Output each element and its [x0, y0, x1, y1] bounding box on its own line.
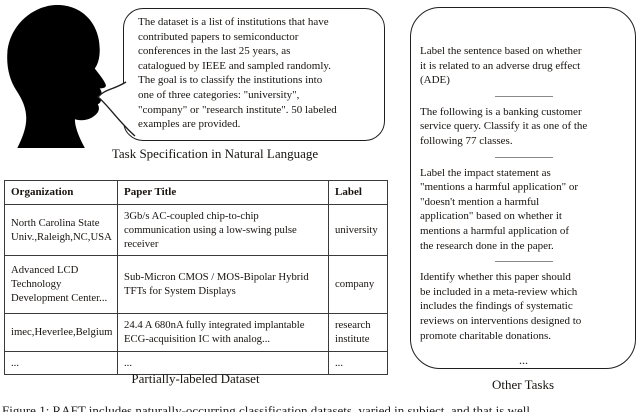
task-divider	[494, 261, 553, 263]
figure-caption: Figure 1: RAFT includes naturally-occurr…	[2, 403, 530, 412]
cell-paper-title: ...	[117, 350, 329, 376]
task-item-ade: Label the sentence based on whether it i…	[420, 45, 582, 87]
speech-bubble: The dataset is a list of institutions th…	[123, 8, 385, 141]
other-tasks-label: Other Tasks	[491, 377, 555, 392]
table-row-ellipsis: ... ... ...	[4, 350, 388, 376]
speech-bubble-tail	[96, 81, 136, 137]
cell-paper-title: 24.4 A 680nA fully integrated implantabl…	[117, 312, 329, 352]
task-specification-text: The dataset is a list of institutions th…	[138, 16, 337, 131]
col-header-organization: Organization	[4, 180, 118, 205]
cell-label: ...	[328, 350, 388, 376]
task-item-meta-review: Identify whether this paper should be in…	[420, 271, 582, 342]
cell-organization: imec,Heverlee,Belgium	[4, 312, 118, 352]
cell-paper-title: Sub-Micron CMOS / MOS-Bipolar Hybrid TFT…	[117, 254, 329, 314]
task-divider	[494, 156, 553, 158]
col-header-paper-title: Paper Title	[117, 180, 329, 205]
table-row: imec,Heverlee,Belgium 24.4 A 680nA fully…	[4, 312, 388, 352]
task-item-impact-statement: Label the impact statement as "mentions …	[420, 166, 579, 252]
cell-organization: ...	[4, 350, 118, 376]
cell-label: university	[328, 203, 388, 256]
other-tasks-panel: Label the sentence based on whether it i…	[410, 7, 636, 369]
table-row: Advanced LCD Technology Development Cent…	[4, 254, 388, 314]
table-row: North Carolina State Univ.,Raleigh,NC,US…	[4, 203, 388, 256]
col-header-label: Label	[328, 180, 388, 205]
cell-organization: Advanced LCD Technology Development Cent…	[4, 254, 118, 314]
cell-organization: North Carolina State Univ.,Raleigh,NC,US…	[4, 203, 118, 256]
task-specification-label: Task Specification in Natural Language	[111, 146, 319, 161]
cell-label: research institute	[328, 312, 388, 352]
cell-label: company	[328, 254, 388, 314]
other-tasks-ellipsis: ...	[519, 353, 528, 368]
person-head-icon	[7, 4, 106, 148]
dataset-table: Organization Paper Title Label North Car…	[4, 180, 388, 376]
dataset-label: Partially-labeled Dataset	[131, 371, 260, 386]
cell-paper-title: 3Gb/s AC-coupled chip-to-chip communicat…	[117, 203, 329, 256]
task-divider	[494, 95, 553, 97]
task-item-banking: The following is a banking customer serv…	[420, 105, 588, 147]
table-header-row: Organization Paper Title Label	[4, 180, 388, 205]
